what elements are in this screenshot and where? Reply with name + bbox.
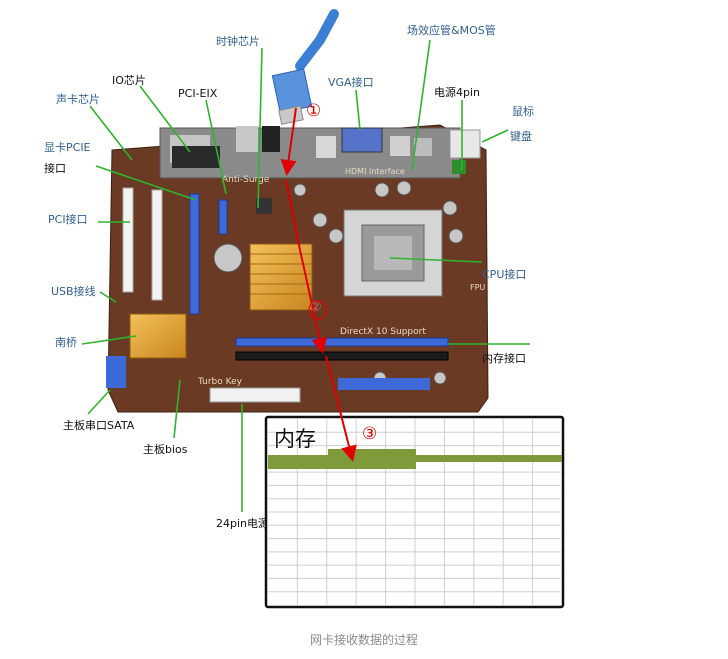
data-path xyxy=(280,107,357,462)
label-mouse: 鼠标 xyxy=(512,105,534,118)
label-south-bridge: 南桥 xyxy=(55,336,77,349)
network-cable xyxy=(271,9,339,125)
label-usb-header: USB接线 xyxy=(51,285,96,298)
label-keyboard: 键盘 xyxy=(510,130,532,143)
memory-bar-notch xyxy=(328,449,416,455)
ps2-port xyxy=(449,129,481,159)
memory-title: 内存 xyxy=(274,427,316,451)
step-1: ① xyxy=(306,101,322,121)
label-atx-24pin: 24pin电源 xyxy=(216,517,265,530)
dimm-slot xyxy=(235,337,449,347)
board-text-fpu: FPU xyxy=(470,283,485,292)
pcie-slot xyxy=(218,199,228,235)
memory-grid xyxy=(268,419,562,605)
label-io-chip: IO芯片 xyxy=(112,74,146,87)
southbridge-heatsink xyxy=(129,313,187,359)
memory-panel xyxy=(264,415,565,609)
label-vga: VGA接口 xyxy=(328,76,374,89)
dimm-slot xyxy=(235,351,449,361)
pci-slot xyxy=(122,187,134,293)
step-3: ③ xyxy=(362,424,378,444)
arrow-step-2 xyxy=(285,179,328,354)
label-gpu-pcie: 显卡PCIE xyxy=(44,141,91,154)
arrow-step-1 xyxy=(280,107,297,176)
motherboard: Anti-Surge HDMI Interface DirectX 10 Sup… xyxy=(106,124,489,413)
label-mosfet: 场效应管&MOS管 xyxy=(407,24,496,37)
label-cpu-port: CPU接口 xyxy=(482,268,527,281)
atx-24pin-connector xyxy=(209,387,301,403)
board-text-anti-surge: Anti-Surge xyxy=(222,175,270,185)
label-power-4pin: 电源4pin xyxy=(434,86,481,99)
label-sata: 主板串口SATA xyxy=(63,419,135,432)
label-bios: 主板bios xyxy=(143,443,188,456)
label-pci-eix: PCI-EIX xyxy=(178,87,218,100)
step-2: ② xyxy=(310,300,322,315)
pci-slot xyxy=(151,189,163,301)
board-text-directx: DirectX 10 Support xyxy=(340,327,426,337)
label-memory-port: 内存接口 xyxy=(482,352,526,365)
memory-bar-step xyxy=(268,462,416,469)
board-text-turbo-key: Turbo Key xyxy=(197,377,243,387)
label-sound-chip: 声卡芯片 xyxy=(56,93,100,106)
label-gpu-pcie-port: 接口 xyxy=(44,162,66,175)
pcie-slot xyxy=(189,193,200,315)
memory-bar xyxy=(268,455,562,462)
label-pci-port: PCI接口 xyxy=(48,213,88,226)
board-text-hdmi: HDMI Interface xyxy=(345,167,405,176)
arrow-step-3 xyxy=(325,355,357,462)
leader-lines xyxy=(81,39,530,512)
vga-port xyxy=(341,127,383,153)
figure-caption: 网卡接收数据的过程 xyxy=(309,633,418,647)
label-clock-chip: 时钟芯片 xyxy=(216,35,260,48)
